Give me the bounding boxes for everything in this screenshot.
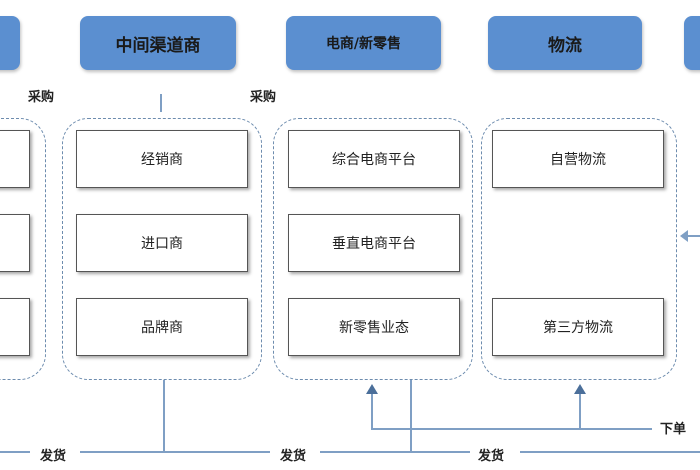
bottom-line-2 bbox=[80, 451, 270, 453]
bottom-line-3 bbox=[320, 451, 470, 453]
connector-channel-bottom bbox=[163, 380, 165, 452]
arrow-up-ecom bbox=[366, 384, 378, 394]
group-channel bbox=[62, 118, 262, 380]
bottom-line-4 bbox=[520, 451, 700, 453]
left-partial-box-1 bbox=[0, 130, 30, 188]
ecom-item-new-retail: 新零售业态 bbox=[288, 298, 460, 356]
channel-item-importer: 进口商 bbox=[76, 214, 248, 272]
ecom-item-comprehensive: 综合电商平台 bbox=[288, 130, 460, 188]
ship-label-1: 发货 bbox=[40, 449, 67, 464]
logistics-item-self: 自营物流 bbox=[492, 130, 664, 188]
logistics-item-third-party: 第三方物流 bbox=[492, 298, 664, 356]
left-partial-box-3 bbox=[0, 298, 30, 356]
group-ecommerce bbox=[273, 118, 473, 380]
header-left-partial bbox=[0, 16, 20, 70]
order-line bbox=[372, 428, 652, 430]
ship-label-2: 发货 bbox=[280, 449, 307, 464]
purchase-label-1: 采购 bbox=[28, 90, 55, 105]
header-right-partial bbox=[684, 16, 700, 70]
ship-label-3: 发货 bbox=[478, 449, 505, 464]
header-logistics: 物流 bbox=[488, 16, 642, 70]
bottom-line-1 bbox=[0, 451, 30, 453]
left-partial-box-2 bbox=[0, 214, 30, 272]
connector-channel-top bbox=[160, 94, 162, 112]
group-logistics bbox=[481, 118, 677, 380]
header-channel: 中间渠道商 bbox=[80, 16, 236, 70]
ecom-item-vertical: 垂直电商平台 bbox=[288, 214, 460, 272]
order-up-logistics bbox=[579, 392, 581, 430]
header-ecommerce: 电商/新零售 bbox=[286, 16, 441, 70]
order-label: 下单 bbox=[660, 422, 687, 437]
connector-ecom-bottom bbox=[410, 380, 412, 452]
purchase-label-2: 采购 bbox=[250, 90, 277, 105]
group-left-partial bbox=[0, 118, 46, 380]
arrow-up-logistics bbox=[574, 384, 586, 394]
channel-item-brand: 品牌商 bbox=[76, 298, 248, 356]
order-up-ecom bbox=[371, 392, 373, 430]
channel-item-distributor: 经销商 bbox=[76, 130, 248, 188]
